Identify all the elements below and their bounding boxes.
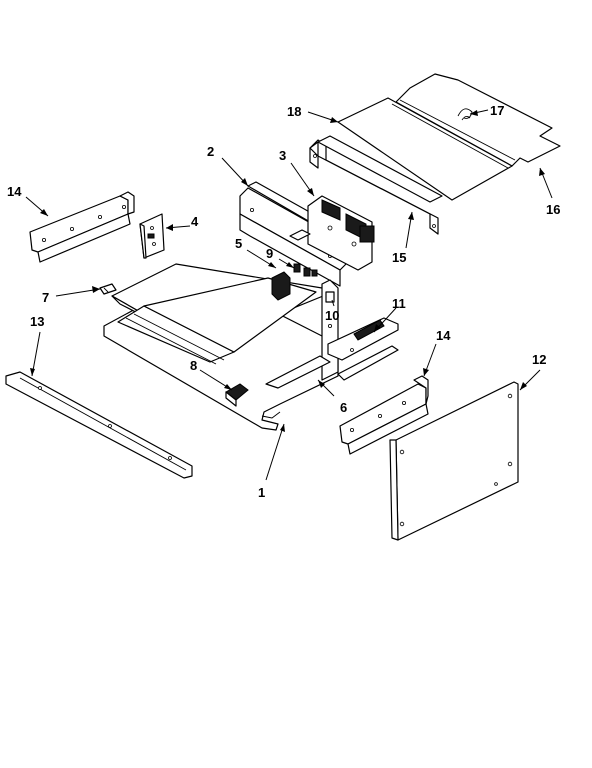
- callout-10: 10: [325, 308, 339, 323]
- callout-4: 4: [191, 214, 199, 229]
- part-3-control-assembly: [289, 195, 375, 271]
- part-12-rear-panel: [389, 381, 519, 541]
- part-17-clip: [457, 108, 473, 121]
- callout-14-right: 14: [436, 328, 451, 343]
- part-14-right-side-bracket: [339, 375, 429, 455]
- part-13-front-trim: [5, 371, 193, 479]
- part-9-connectors: [293, 263, 318, 277]
- callout-13: 13: [30, 314, 44, 329]
- part-10-fuse: [325, 291, 335, 303]
- part-5-block: [271, 271, 291, 301]
- part-15-rear-channel: [309, 135, 443, 235]
- part-18-top-sheet: [337, 97, 513, 201]
- callout-1: 1: [258, 485, 265, 500]
- callout-8: 8: [190, 358, 197, 373]
- callout-6: 6: [340, 400, 347, 415]
- part-8-switch: [225, 383, 249, 407]
- leader-lines: [25, 109, 553, 481]
- callout-9: 9: [266, 246, 273, 261]
- part-11-terminal-strip: [327, 317, 399, 381]
- part-4-small-bracket: [139, 213, 165, 259]
- callout-18: 18: [287, 104, 301, 119]
- callout-5: 5: [235, 236, 242, 251]
- callout-12: 12: [532, 352, 546, 367]
- callout-3: 3: [279, 148, 286, 163]
- callout-16: 16: [546, 202, 560, 217]
- callout-14-left: 14: [7, 184, 22, 199]
- callout-11: 11: [392, 296, 406, 311]
- callout-17: 17: [490, 103, 504, 118]
- part-14-left-side-bracket: [29, 191, 135, 263]
- part-5-inner-chute: [111, 263, 329, 365]
- callout-7: 7: [42, 290, 49, 305]
- part-7-clip: [99, 283, 117, 295]
- callout-2: 2: [207, 144, 214, 159]
- callout-labels: 1 2 3 4 5 6 7 8 9 10 11 12 13 14 14 15 1…: [7, 103, 560, 500]
- callout-15: 15: [392, 250, 406, 265]
